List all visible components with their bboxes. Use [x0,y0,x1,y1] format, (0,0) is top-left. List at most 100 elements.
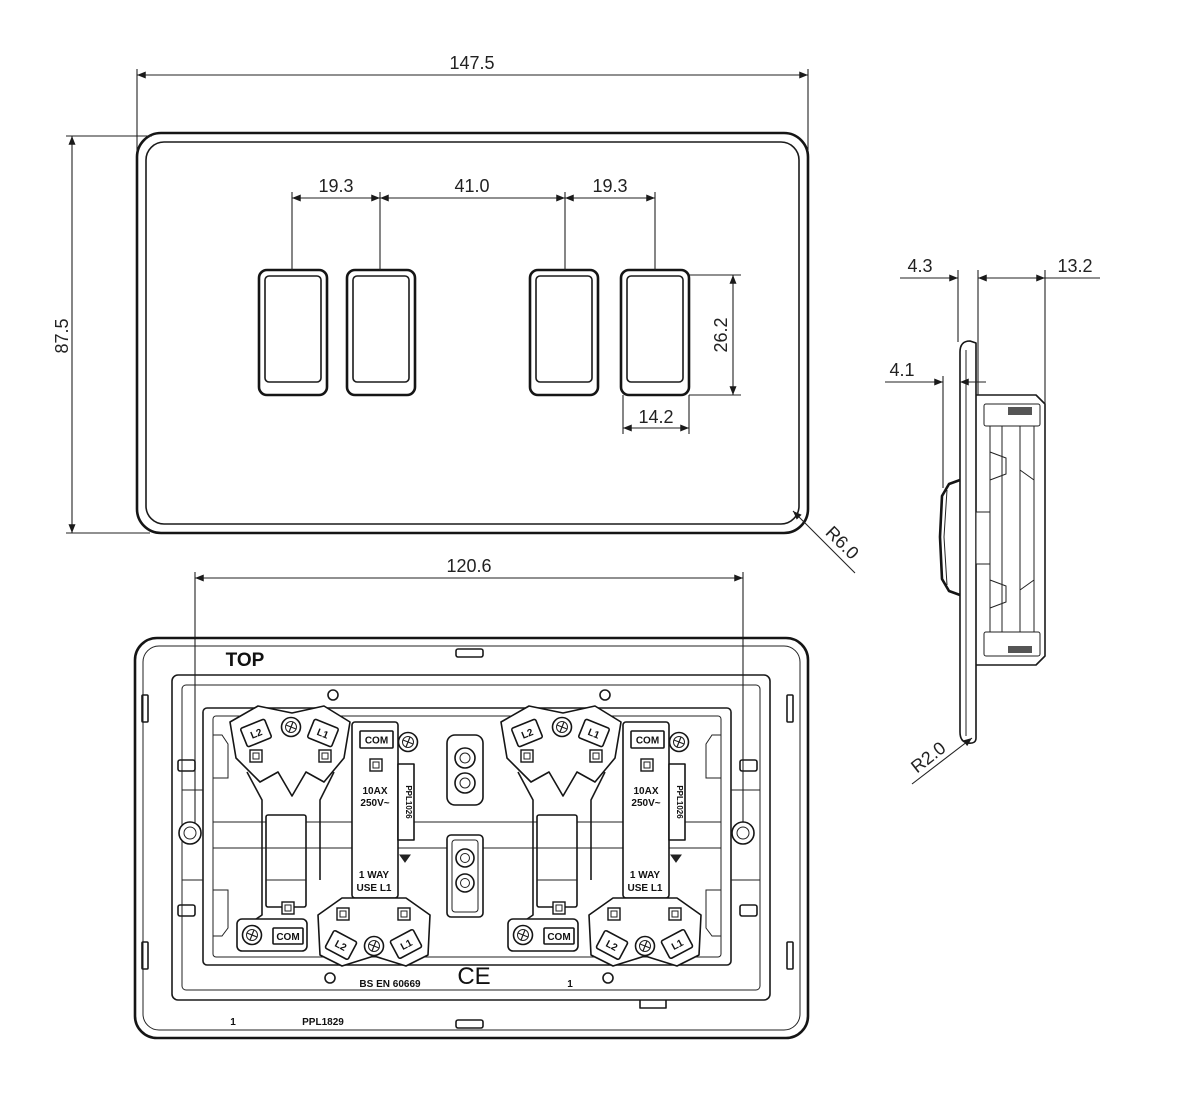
bottom-common-label: COM [276,932,299,943]
dim-overall-width: 147.5 [136,53,809,152]
bottom-slot [455,1019,484,1029]
frame-tab-left-lower [177,904,196,917]
body-spring-lines [1019,469,1035,591]
bottom-terminal-clamp-right [668,907,682,921]
locating-hole-top-right [599,689,611,701]
rocker-3-outline [528,268,600,397]
direction-arrow-icon [399,854,411,863]
way-label: 1 WAY [630,870,661,881]
ce-mark: CE [457,963,490,990]
bottom-common-clamp [552,901,566,915]
top-terminal-clamp-right [589,749,603,763]
bottom-right-lug [639,1000,667,1009]
common-screw [668,731,690,753]
body-lower-latch [989,579,1007,609]
centre-connector-lower-post-2 [455,873,475,893]
switch-module-2: L2 L1 COM 10AX 250V~ PPL1026 1 WAY USE L… [500,705,702,967]
bottom-terminal-left: L2 [324,929,358,961]
side-slot-right-upper [786,694,794,723]
top-common-label: COM [636,736,659,747]
module-right-arm [319,771,335,880]
module-left-arm [516,771,534,927]
bottom-terminal-right-box [389,928,423,960]
frame-notches-right [705,734,760,937]
rating-current: 10AX [362,786,387,797]
pivot-housing [975,511,991,565]
common-screw [397,731,419,753]
switch-module-1: L2 L1 COM 10AX 250V~ PPL1026 1 WAY USE L… [229,705,431,967]
dim-fixing-centres-label: 120.6 [446,556,491,576]
top-terminal-right-label: L1 [315,727,330,742]
dim-plate-depth-label: 4.3 [907,256,932,276]
side-plate [959,340,977,744]
locating-hole-top-left [327,689,339,701]
top-terminal-clamp-right [318,749,332,763]
back-box-outer [133,636,810,1040]
dim-plate-corner-radius: R6.0 [792,510,863,574]
leader-line [911,737,973,785]
side-view: 4.3 13.2 4.1 R2.0 [885,256,1100,785]
top-common-clamp [640,758,654,772]
side-slot-right-lower [786,941,794,970]
frame-tab-right-lower [739,904,758,917]
part-code-strip [397,763,415,841]
back-view: 120.6 TOP [133,556,810,1040]
rating-voltage: 250V~ [631,798,660,809]
dim-side-depths: 4.3 13.2 [900,256,1100,405]
centre-connector-upper-post-2 [454,772,476,794]
cavity-number-center: 1 [567,979,573,990]
part-code-label: PPL1026 [404,785,413,819]
centre-connector-lower-inner [451,839,479,913]
rocker-2-face [352,275,410,383]
centre-connector-upper-post-1-core [459,752,471,764]
part-code-strip [668,763,686,841]
top-terminal-clamp-left [249,749,263,763]
centre-connector-upper-post-2-core [459,777,471,789]
top-terminal-screw [280,716,302,738]
rocker-4 [619,268,691,397]
dim-side-corner-radius: R2.0 [907,737,973,785]
module-left-arm [245,771,263,927]
front-view: 147.5 87.5 19.3 41.0 19.3 26.2 [52,53,863,574]
top-terminal-right: L1 [578,718,610,748]
frame-tab-right-upper [739,759,758,772]
mechanism-frame [202,707,732,966]
top-terminal-right-box [578,718,610,748]
top-common-box [359,730,394,749]
body-bottom-clip-tab [1008,646,1032,653]
module-bridge [265,814,307,908]
top-terminal-right: L1 [307,718,339,748]
centre-connector-upper-body [446,734,484,806]
bottom-terminal-screw [363,935,385,957]
way-label: 1 WAY [359,870,390,881]
top-common-clamp [369,758,383,772]
dim-rocker-height: 26.2 [689,274,741,396]
dim-fixing-centres: 120.6 [194,556,744,823]
dim-corner-radius-label: R6.0 [822,522,863,563]
part-code-label: PPL1026 [675,785,684,819]
centre-connector-lower-post-1 [455,848,475,868]
use-label: USE L1 [627,883,662,894]
fixing-hole-left [178,821,202,845]
bottom-terminal-left-label: L2 [333,939,349,954]
top-terminal-screw [551,716,573,738]
use-label: USE L1 [356,883,391,894]
mechanism-frame-inner [212,715,722,958]
top-common-box [630,730,665,749]
centre-connector-upper-post-1 [454,747,476,769]
bottom-terminal-clamp-left [607,907,621,921]
dim-rocker-protrusion-label: 4.1 [889,360,914,380]
bottom-terminal-left-box [595,929,629,961]
dim-pitch-right-label: 19.3 [592,176,627,196]
part-number: PPL1829 [302,1017,344,1028]
bottom-terminal-right-box [660,928,694,960]
top-terminal-left-label: L2 [249,727,264,742]
rocker-2 [345,268,417,397]
body-core [989,425,1035,633]
top-slot [455,648,484,658]
dim-rocker-width-label: 14.2 [638,407,673,427]
leader-line [792,510,856,574]
rating-current: 10AX [633,786,658,797]
bottom-common-box [272,927,304,945]
